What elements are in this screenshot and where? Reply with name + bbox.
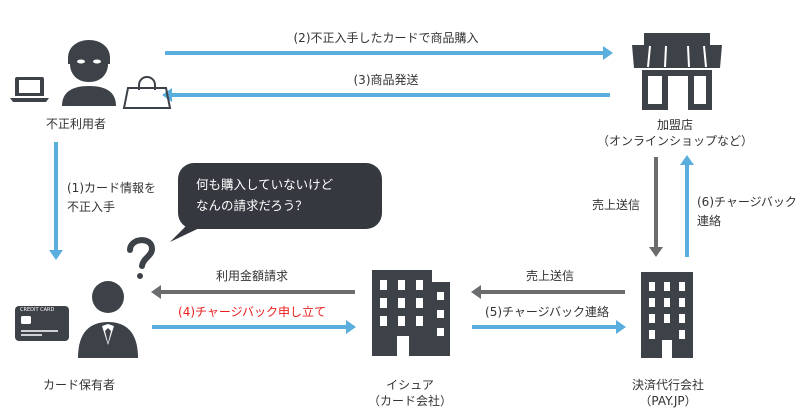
bubble-line1: 何も購入していないけど bbox=[196, 177, 334, 192]
fraudster-label: 不正利用者 bbox=[45, 117, 107, 131]
laptop-icon bbox=[10, 77, 49, 102]
step2-label: (2)不正入手したカードで商品購入 bbox=[293, 31, 479, 45]
credit-card-icon bbox=[15, 306, 69, 341]
merchant-label: 加盟店 bbox=[656, 118, 694, 132]
storefront-icon bbox=[632, 33, 722, 110]
billing-label: 利用金額請求 bbox=[215, 269, 289, 283]
step4-label: (4)チャージバック申し立て bbox=[178, 305, 326, 319]
arrow-step4 bbox=[152, 320, 356, 334]
step5-label: (5)チャージバック連絡 bbox=[485, 305, 609, 319]
bubble-line2: なんの請求だろう？ bbox=[196, 198, 308, 213]
arrow-step2 bbox=[165, 46, 613, 60]
step3-label: (3)商品発送 bbox=[353, 73, 419, 87]
office-building-icon bbox=[641, 272, 693, 358]
acquirer-label: 決済代行会社 bbox=[631, 378, 705, 392]
question-mark-icon bbox=[127, 237, 156, 279]
sales-merchant-acquirer-label: 売上送信 bbox=[592, 198, 641, 212]
arrow-step5 bbox=[472, 320, 626, 334]
credit-card-text: CREDIT CARD bbox=[20, 307, 55, 313]
arrow-step6 bbox=[680, 155, 694, 257]
speech-bubble bbox=[170, 163, 382, 242]
office-building-icon bbox=[372, 270, 450, 356]
arrow-billing bbox=[151, 285, 355, 299]
shopping-bag-icon bbox=[122, 76, 172, 109]
issuer-label: イシュア bbox=[386, 378, 434, 392]
step1-label-line2: 不正入手 bbox=[67, 200, 116, 214]
issuer-sublabel: （カード会社） bbox=[367, 394, 453, 408]
masked-thief-icon bbox=[62, 40, 116, 106]
cardholder-label: カード保有者 bbox=[42, 378, 116, 392]
sales-acquirer-issuer-label: 売上送信 bbox=[525, 269, 575, 283]
step1-label-line1: (1)カード情報を bbox=[67, 181, 156, 195]
arrow-sales-merchant-to-acquirer bbox=[649, 157, 663, 257]
arrow-step3 bbox=[162, 88, 610, 102]
arrow-sales-acquirer-to-issuer bbox=[471, 285, 625, 299]
merchant-sublabel: （オンラインショップなど） bbox=[596, 134, 754, 148]
arrow-step1 bbox=[49, 142, 63, 260]
step6-label-line2: 連絡 bbox=[697, 214, 722, 228]
businessman-icon bbox=[78, 281, 138, 358]
acquirer-sublabel: （PAY.JP） bbox=[639, 394, 697, 408]
step6-label-line1: (6)チャージバック bbox=[697, 195, 797, 209]
